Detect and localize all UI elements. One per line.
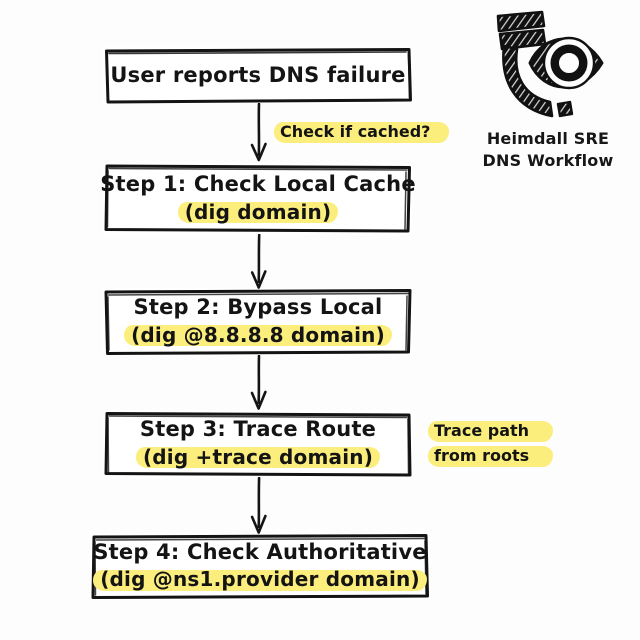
flow-node-start-text: User reports DNS failure xyxy=(110,62,406,87)
flow-node-step3[interactable]: Step 3: Trace Route (dig +trace domain) xyxy=(103,410,413,478)
horn-bell-icon xyxy=(496,10,547,51)
flow-node-step1[interactable]: Step 1: Check Local Cache (dig domain) xyxy=(100,163,416,235)
flow-node-step2-text: Step 2: Bypass Local xyxy=(133,295,383,320)
brand-title-line-2: DNS Workflow xyxy=(482,150,614,170)
flow-node-step4-command: (dig @ns1.provider domain) xyxy=(93,567,427,592)
annotation-cached-note-line-1: Check if cached? xyxy=(274,120,449,145)
horn-body-icon xyxy=(502,44,574,118)
flow-node-step3-command: (dig +trace domain) xyxy=(135,445,381,470)
annotation-trace-note-line-1: Trace path xyxy=(428,419,553,444)
flow-node-start[interactable]: User reports DNS failure xyxy=(103,47,413,104)
annotation-cached-note: Check if cached? xyxy=(274,120,449,145)
brand-block: Heimdall SRE DNS Workflow xyxy=(462,8,634,171)
flow-node-step2[interactable]: Step 2: Bypass Local (dig @8.8.8.8 domai… xyxy=(103,288,413,356)
flow-node-step4[interactable]: Step 4: Check Authoritative (dig @ns1.pr… xyxy=(90,533,430,600)
annotation-trace-note: Trace path from roots xyxy=(428,419,553,468)
down-arrow-icon-step3-to-step4 xyxy=(250,477,267,534)
annotation-trace-note-line-2: from roots xyxy=(428,444,553,469)
down-arrow-icon-start-to-step1 xyxy=(250,103,267,162)
flow-node-step1-command: (dig domain) xyxy=(177,200,339,225)
down-arrow-icon-step1-to-step2 xyxy=(250,234,267,289)
down-arrow-icon-step2-to-step3 xyxy=(250,355,267,410)
flow-node-step4-text: Step 4: Check Authoritative xyxy=(93,539,427,564)
brand-title-line-1: Heimdall SRE xyxy=(486,129,610,148)
eye-icon xyxy=(528,36,604,90)
heimdall-horn-eye-logo xyxy=(496,10,604,118)
flow-node-step1-text: Step 1: Check Local Cache xyxy=(100,172,416,197)
flow-node-step3-text: Step 3: Trace Route xyxy=(139,417,377,442)
flow-node-step2-command: (dig @8.8.8.8 domain) xyxy=(124,323,392,348)
brand-title: Heimdall SRE DNS Workflow xyxy=(462,128,634,171)
